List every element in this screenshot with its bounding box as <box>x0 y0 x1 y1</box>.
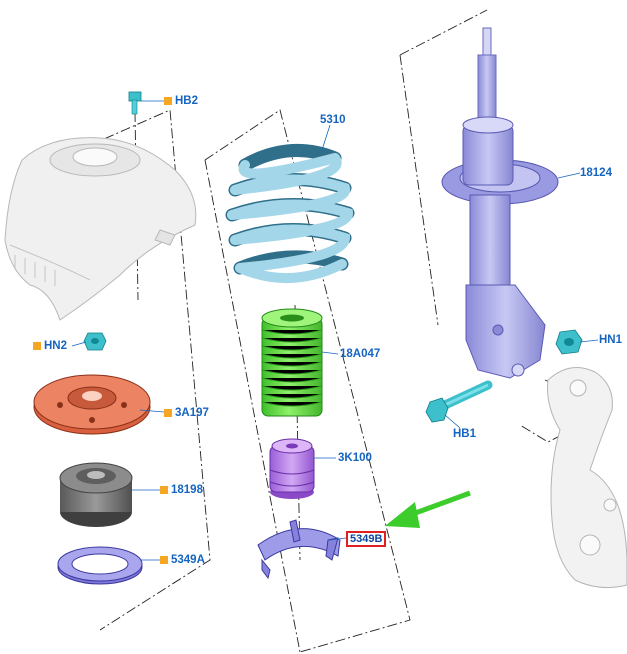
mount-plate-3a197 <box>33 374 151 435</box>
bump-stop-3k100 <box>269 438 315 499</box>
label-5310: 5310 <box>320 114 346 126</box>
label-5349b-highlighted: 5349B <box>346 531 387 547</box>
nut-hn1 <box>555 329 583 355</box>
marker-18198 <box>160 486 168 494</box>
dust-boot-18a047 <box>261 308 323 417</box>
label-3k100: 3K100 <box>338 452 372 464</box>
marker-hn2 <box>33 342 41 350</box>
label-hn2: HN2 <box>44 340 68 352</box>
label-hb1: HB1 <box>453 428 477 440</box>
label-18124: 18124 <box>580 167 612 179</box>
label-hn1: HN1 <box>599 334 623 346</box>
marker-5349a <box>160 556 168 564</box>
bolt-hb2 <box>128 91 142 115</box>
label-hb2: HB2 <box>175 95 199 107</box>
label-18a047: 18A047 <box>340 348 381 360</box>
bolt-hb1 <box>425 380 493 423</box>
nut-hn2 <box>83 332 107 351</box>
pointer-arrow <box>385 490 471 528</box>
shield-cover <box>4 137 197 321</box>
upper-mount-18198 <box>59 462 133 527</box>
label-18198: 18198 <box>171 484 203 496</box>
ring-5349a <box>57 546 143 585</box>
label-5349a: 5349A <box>171 554 205 566</box>
label-3a197: 3A197 <box>175 407 209 419</box>
strut-18124 <box>441 27 559 379</box>
marker-hb2 <box>164 97 172 105</box>
lower-seat-5349b <box>257 519 341 580</box>
leader-lines <box>71 100 599 561</box>
steering-knuckle <box>547 367 627 589</box>
coil-spring-5310 <box>225 143 355 284</box>
marker-3a197 <box>164 409 172 417</box>
